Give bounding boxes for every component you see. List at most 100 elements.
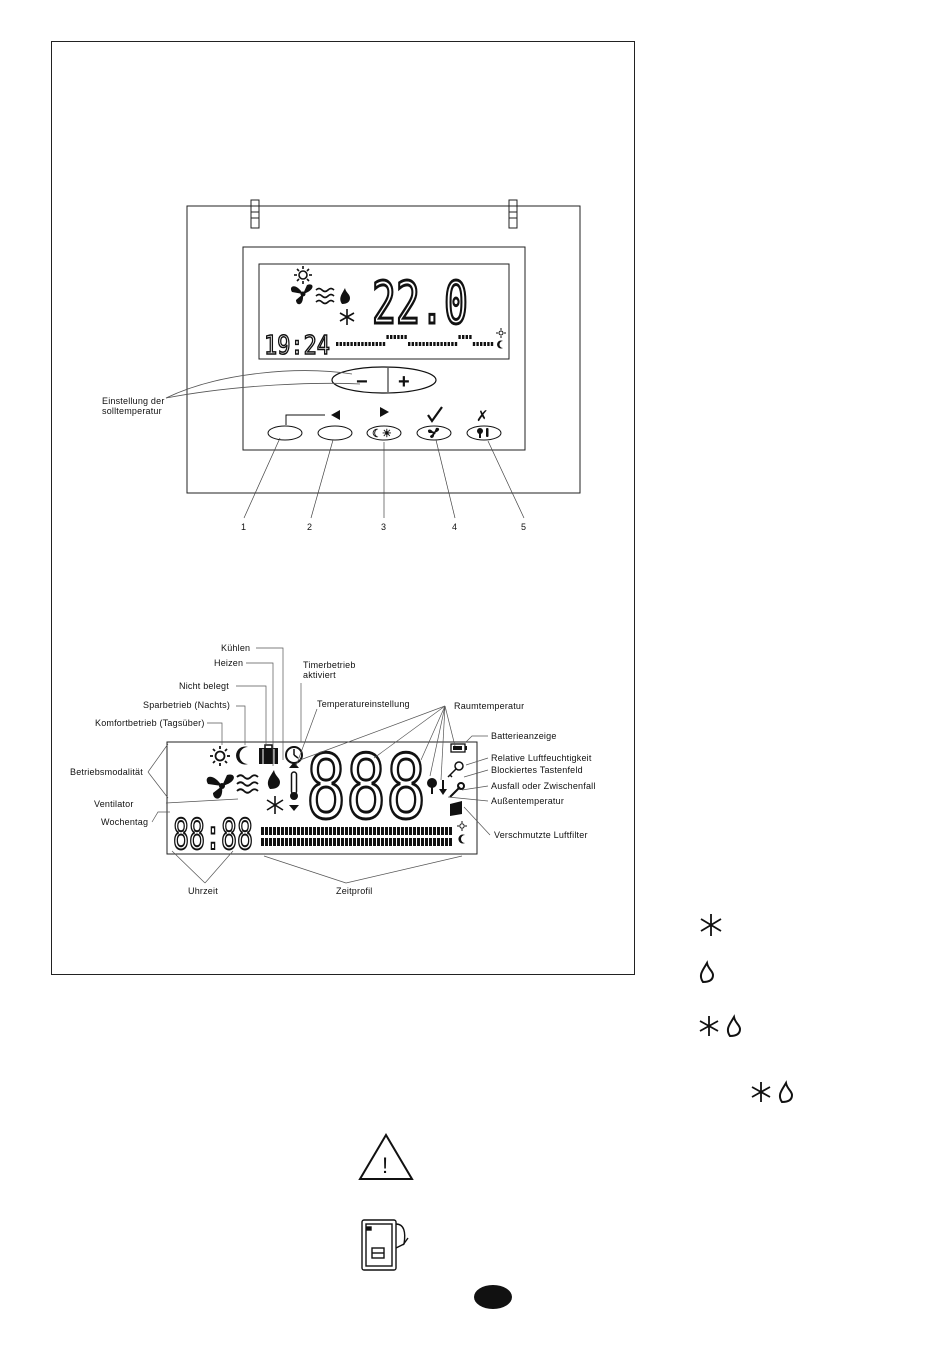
time-profile-segment [441, 838, 444, 846]
time-profile-segment [385, 827, 388, 835]
arrow-right-icon [380, 407, 389, 417]
time-profile-segment [325, 827, 328, 835]
main-digits: 888 [306, 736, 426, 839]
moon-small-icon [458, 834, 465, 844]
label-timerbetrieb-1: Timerbetrieb [303, 660, 356, 670]
time-profile-segment [368, 342, 371, 346]
time-profile-segment [436, 342, 440, 346]
time-profile-segment [433, 838, 436, 846]
time-profile-segment [462, 335, 465, 339]
time-profile-segment [346, 342, 350, 346]
mount-clip-right-icon [508, 199, 518, 229]
time-profile-segment [413, 827, 416, 835]
time-profile-segment [317, 838, 320, 846]
time-profile-segment [269, 827, 272, 835]
sun-small-icon [457, 821, 467, 831]
time-profile-segment [261, 827, 264, 835]
time-profile-segment [301, 827, 304, 835]
time-profile-segment [317, 827, 320, 835]
mount-clip-left-icon [250, 199, 260, 229]
time-profile-segment [364, 342, 368, 346]
time-profile-segment [353, 827, 356, 835]
time-profile-segment [417, 827, 420, 835]
time-profile-segment [404, 335, 407, 339]
setpoint-label-line1: Einstellung der [102, 396, 165, 406]
label-luftfilter: Verschmutzte Luftfilter [494, 830, 588, 840]
time-profile-segment [357, 827, 360, 835]
label-nicht-belegt: Nicht belegt [179, 681, 229, 691]
time-profile-segment [277, 838, 280, 846]
time-profile-segment [301, 838, 304, 846]
time-profile-segment [393, 827, 396, 835]
arrow-left-icon [331, 410, 340, 420]
label-luftfeuchtigkeit: Relative Luftfeuchtigkeit [491, 753, 592, 763]
page-badge [474, 1285, 512, 1309]
label-sparbetrieb: Sparbetrieb (Nachts) [143, 700, 230, 710]
time-profile-segment [329, 827, 332, 835]
time-profile-segment [350, 342, 353, 346]
time-profile-segment [421, 838, 424, 846]
minus-button[interactable]: − [356, 371, 368, 393]
time-profile-segment [389, 827, 392, 835]
time-profile-segment [336, 342, 339, 346]
time-profile-segment [393, 838, 396, 846]
number-1: 1 [241, 522, 246, 532]
time-profile-segment [449, 838, 452, 846]
number-4: 4 [452, 522, 457, 532]
time-profile-segment [422, 342, 425, 346]
snowflake-flame-icon [699, 1014, 742, 1038]
time-profile-segment [321, 838, 324, 846]
humidity-drop-icon [439, 780, 447, 795]
label-raumtemperatur: Raumtemperatur [454, 701, 524, 711]
waves-icon [236, 774, 259, 794]
flame-icon [267, 770, 280, 789]
time-profile-segment [373, 838, 376, 846]
warning-triangle-icon: ! [358, 1133, 414, 1180]
time-profile-segment [375, 342, 378, 346]
temperature-display: 22.0 [372, 269, 468, 337]
time-profile-segment [305, 827, 308, 835]
time-profile-segment [269, 838, 272, 846]
time-profile-segment [400, 335, 404, 339]
time-profile-segment [361, 827, 364, 835]
time-profile-segment [297, 827, 300, 835]
time-profile-segment [393, 335, 396, 339]
time-profile-segment [357, 342, 360, 346]
time-profile-segment [343, 342, 346, 346]
time-profile-segment [386, 335, 389, 339]
time-profile-segment [469, 335, 472, 339]
time-profile-segment [377, 838, 380, 846]
filter-icon [450, 801, 462, 816]
time-profile-segment [425, 838, 428, 846]
label-ventilator: Ventilator [94, 799, 134, 809]
sun-icon [294, 266, 312, 284]
time-profile-segment [415, 342, 418, 346]
time-profile-segment [341, 827, 344, 835]
time-profile-segment [365, 827, 368, 835]
button-5[interactable] [466, 425, 502, 441]
time-profile-segment [325, 838, 328, 846]
time-profile-segment [447, 342, 450, 346]
time-profile-segment [441, 827, 444, 835]
time-profile-segment [382, 342, 386, 346]
document-frame [51, 41, 635, 975]
label-timerbetrieb-2: aktiviert [303, 670, 336, 680]
button-3[interactable] [366, 425, 402, 441]
time-profile-segment [337, 827, 340, 835]
button-1[interactable] [267, 425, 303, 441]
time-profile-segment [333, 838, 336, 846]
time-profile-segment [293, 827, 296, 835]
plus-button[interactable]: + [398, 371, 410, 393]
time-profile-segment [354, 342, 357, 346]
time-profile-segment [490, 342, 494, 346]
time-profile-segment [389, 838, 392, 846]
time-profile-segment [369, 838, 372, 846]
time-profile-segment [273, 827, 276, 835]
number-2: 2 [307, 522, 312, 532]
moon-small-icon [497, 340, 503, 349]
time-profile-segment [437, 827, 440, 835]
number-3: 3 [381, 522, 386, 532]
button-2[interactable] [317, 425, 353, 441]
time-profile-segment [345, 827, 348, 835]
clock-digits: 88:88 [173, 810, 253, 859]
